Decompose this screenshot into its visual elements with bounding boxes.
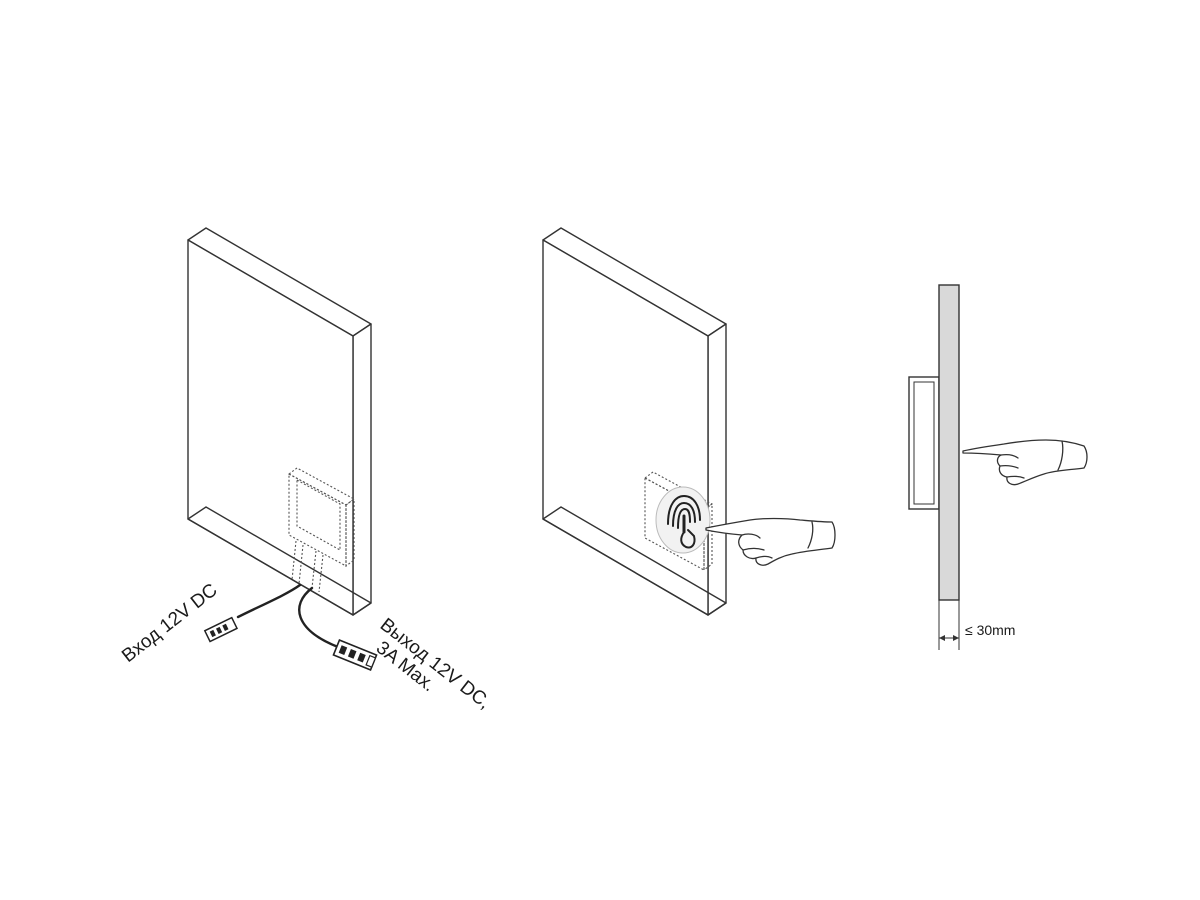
panel-touch <box>542 227 836 616</box>
thickness-label: ≤ 30mm <box>965 622 1015 638</box>
panel-side-view: ≤ 30mm <box>908 284 1088 650</box>
touch-fingerprint-icon <box>655 486 711 554</box>
pointing-hand-icon <box>705 517 836 566</box>
sensor-module-hidden <box>287 467 356 593</box>
input-label: Вход 12V DC <box>118 580 221 667</box>
input-connector <box>203 616 239 643</box>
output-cable <box>298 586 378 671</box>
output-connector <box>332 639 378 671</box>
input-cable <box>203 583 302 643</box>
thickness-dimension <box>938 600 960 650</box>
side-sensor-box <box>908 376 940 510</box>
mirror-panel-1 <box>187 227 372 616</box>
mirror-panel-2 <box>542 227 727 616</box>
pointing-hand-side-icon <box>962 439 1088 486</box>
panel-wiring: Вход 12V DC Выход 12V DC, 3A Max. <box>118 227 494 713</box>
mirror-side-profile <box>938 284 960 601</box>
